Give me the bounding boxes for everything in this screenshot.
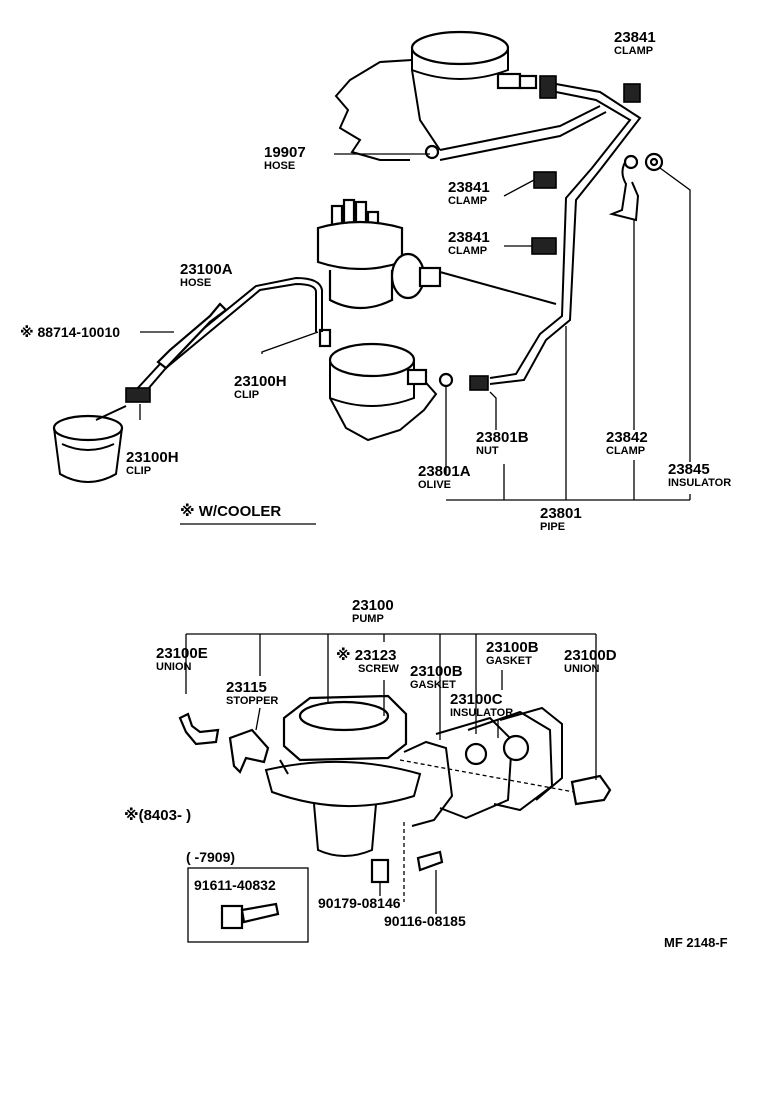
part-number: 23100A [180, 261, 233, 278]
part-name: PUMP [352, 613, 384, 625]
label-90116: 90116-08185 [384, 913, 466, 929]
part-number: 23841 [614, 29, 656, 46]
part-name: CLAMP [448, 245, 488, 257]
label-23100H-a: 23100H CLIP [234, 374, 287, 401]
label-8403: ※(8403- ) [124, 807, 192, 824]
part-name: STOPPER [226, 695, 279, 707]
distributor-drawing [316, 198, 557, 310]
clamp-top-drawing [623, 83, 641, 103]
label-23123: ※ 23123 SCREW [336, 648, 399, 675]
fuel-pump-assembly-drawing [178, 694, 612, 930]
label-23841-low: 23841 CLAMP [448, 230, 490, 257]
part-number: 23801A [418, 463, 471, 480]
label-23841-top: 23841 CLAMP [614, 30, 656, 57]
label-23845: 23845 INSULATOR [668, 462, 731, 489]
part-name: GASKET [410, 679, 456, 691]
label-23100H-b: 23100H CLIP [126, 450, 179, 477]
part-name: PIPE [540, 521, 566, 533]
part-name: OLIVE [418, 479, 452, 491]
label-90179: 90179-08146 [318, 895, 401, 911]
diagram-code: MF 2148-F [664, 935, 728, 950]
part-name: HOSE [180, 277, 212, 289]
part-number: 23100B [410, 663, 463, 680]
carburetor-drawing [334, 30, 557, 161]
part-name: INSULATOR [450, 707, 514, 719]
part-name: GASKET [486, 655, 532, 667]
part-number: 19907 [264, 144, 306, 161]
part-number: 23115 [226, 679, 267, 696]
label-91611: 91611-40832 [194, 877, 276, 893]
label-23842: 23842 CLAMP [606, 430, 648, 457]
part-number: ※ 23123 [336, 647, 397, 664]
fuel-pump-top-drawing [318, 328, 489, 442]
part-name: CLAMP [448, 195, 488, 207]
part-number: 23841 [448, 229, 490, 246]
part-name: CLAMP [614, 45, 654, 57]
part-name: INSULATOR [668, 477, 732, 489]
clamp-low-drawing [531, 237, 557, 255]
label-88714: ※ 88714-10010 [20, 324, 121, 340]
part-number: 23841 [448, 179, 490, 196]
part-name: CLIP [234, 389, 260, 401]
part-number: 23100C [450, 691, 503, 708]
label-23115: 23115 STOPPER [226, 680, 278, 707]
part-number: 23100H [126, 449, 179, 466]
label-23100: 23100 PUMP [352, 598, 394, 625]
part-number: 23842 [606, 429, 648, 446]
fuel-filter-drawing [52, 405, 127, 483]
label-23100C: 23100C INSULATOR [450, 692, 513, 719]
part-name: UNION [564, 663, 600, 675]
part-name: NUT [476, 445, 499, 457]
label-19907: 19907 HOSE [264, 145, 306, 172]
label-23100B-b: 23100B GASKET [410, 664, 463, 691]
part-name: CLAMP [606, 445, 646, 457]
part-number: 23100H [234, 373, 287, 390]
label-23100B-a: 23100B GASKET [486, 640, 539, 667]
label-23841-mid: 23841 CLAMP [448, 180, 490, 207]
label-23100E: 23100E UNION [156, 646, 208, 673]
part-number: 23801B [476, 429, 529, 446]
label-7909: ( -7909) [186, 849, 236, 865]
part-number: 23801 [540, 505, 582, 522]
label-23801B: 23801B NUT [476, 430, 529, 457]
part-number: 23100D [564, 647, 617, 664]
part-name: UNION [156, 661, 192, 673]
part-name: HOSE [264, 160, 296, 172]
part-name: SCREW [358, 663, 399, 675]
part-number: 23845 [668, 461, 710, 478]
part-number: 23100B [486, 639, 539, 656]
part-number: 23100 [352, 597, 394, 614]
w-cooler-note: ※ W/COOLER [180, 503, 282, 520]
label-23801A: 23801A OLIVE [418, 464, 471, 491]
label-23100A: 23100A HOSE [180, 262, 233, 289]
label-23801: 23801 PIPE [540, 506, 582, 533]
part-number: 23100E [156, 645, 208, 662]
part-name: CLIP [126, 465, 152, 477]
label-23100D: 23100D UNION [564, 648, 617, 675]
clamp-mid-drawing [533, 171, 557, 189]
